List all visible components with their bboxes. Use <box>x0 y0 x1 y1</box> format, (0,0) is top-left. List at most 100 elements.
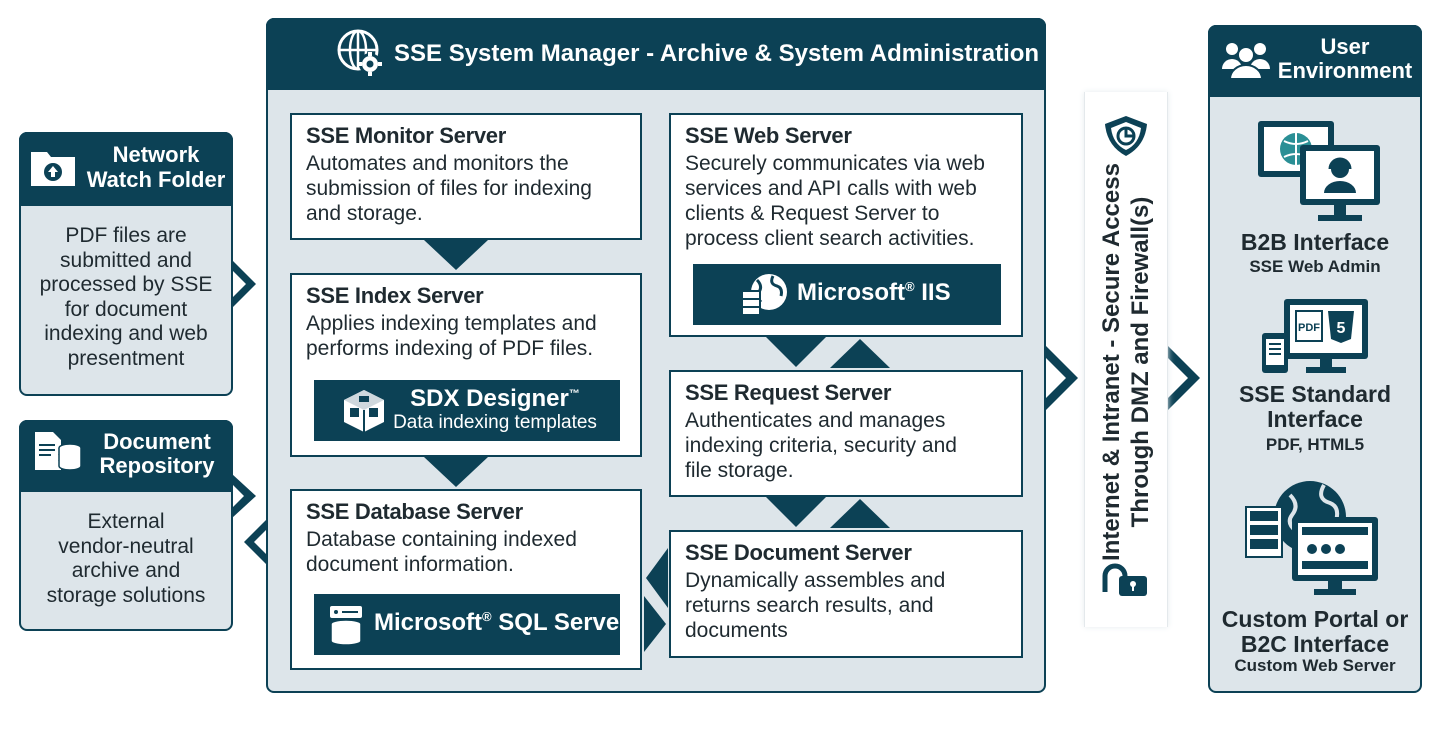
dual-monitor-icon <box>1256 119 1382 223</box>
desc-line: Automates and monitors the <box>306 152 569 175</box>
sql-server-badge: Microsoft® SQL Server <box>314 594 629 655</box>
desc-line: services and API calls with web <box>685 177 977 200</box>
custom-title-1: Custom Portal or <box>1221 606 1409 632</box>
watch-folder-panel: Network Watch Folder PDF files are submi… <box>19 132 233 396</box>
arrow-monitor-to-index <box>424 240 488 270</box>
web-server-title: SSE Web Server <box>685 123 852 148</box>
arrow-left-repo <box>244 518 268 566</box>
b2b-subtitle: SSE Web Admin <box>1249 257 1381 276</box>
document-server-description: Dynamically assembles and returns search… <box>685 568 945 643</box>
iis-badge-prefix: Microsoft <box>797 279 905 306</box>
custom-portal-icon <box>1244 477 1380 597</box>
desc-line: and storage. <box>306 202 423 225</box>
registered-mark: ® <box>905 279 915 294</box>
repository-title-1: Document <box>103 429 211 454</box>
desc-line: vendor-neutral <box>58 534 194 558</box>
web-server-description: Securely communicates via web services a… <box>685 151 985 251</box>
arrow-request-to-document <box>766 497 826 527</box>
repository-title-2: Repository <box>99 453 215 478</box>
sdx-designer-badge: SDX Designer™ Data indexing templates <box>314 380 620 441</box>
desc-line: Database containing indexed <box>306 528 577 551</box>
folder-upload-icon <box>29 146 77 188</box>
desc-line: Applies indexing templates and <box>306 312 597 335</box>
sdx-designer-title: SDX Designer <box>410 385 569 412</box>
repository-header: Document Repository <box>19 420 233 492</box>
desc-line: Dynamically assembles and <box>685 569 946 592</box>
desc-line: Securely communicates via web <box>685 152 985 175</box>
desc-line: documents <box>685 619 788 642</box>
index-server-description: Applies indexing templates and performs … <box>306 311 597 361</box>
database-server-title: SSE Database Server <box>306 499 523 524</box>
server-globe-icon <box>739 272 789 318</box>
desc-line: Authenticates and manages <box>685 409 946 432</box>
trademark-mark: ™ <box>568 388 580 400</box>
html5-label: 5 <box>1337 320 1346 337</box>
custom-title-2: B2C Interface <box>1240 631 1390 657</box>
b2b-title: B2B Interface <box>1240 229 1390 255</box>
system-manager-header: SSE System Manager - Archive & System Ad… <box>266 18 1046 90</box>
sdx-designer-subtitle: Data indexing templates <box>393 412 597 433</box>
registered-mark: ® <box>482 609 492 624</box>
secure-access-strip: Internet & Intranet - Secure Access Thro… <box>1084 92 1168 627</box>
desc-line: indexing criteria, security and <box>685 434 957 457</box>
globe-gear-icon <box>336 28 384 78</box>
arrow-right-watch <box>232 260 256 308</box>
watch-folder-description: PDF files are submitted and processed by… <box>21 224 231 371</box>
watch-folder-title-1: Network <box>112 142 200 167</box>
desc-line: External <box>87 510 165 533</box>
desc-line: processed by SSE <box>39 273 213 296</box>
request-server-title: SSE Request Server <box>685 380 892 405</box>
secure-access-line2: Through DMZ and Firewall(s) <box>1127 196 1154 528</box>
pdf-label: PDF <box>1298 322 1320 334</box>
arrow-manager-to-dmz <box>1046 346 1078 410</box>
database-server-description: Database containing indexed document inf… <box>306 527 577 577</box>
arrow-database-to-document-right <box>644 596 666 652</box>
standard-title-1: SSE Standard <box>1238 381 1392 407</box>
watch-folder-header: Network Watch Folder <box>19 132 233 206</box>
secure-access-line1: Internet & Intranet - Secure Access <box>1098 163 1125 561</box>
arrow-index-to-database <box>424 457 488 487</box>
iis-badge: Microsoft® IIS <box>693 264 1001 325</box>
iis-badge-suffix: IIS <box>914 279 951 306</box>
arrow-dmz-to-users <box>1168 346 1200 410</box>
document-server-box: SSE Document Server Dynamically assemble… <box>669 530 1023 658</box>
desc-line: returns search results, and <box>685 594 934 617</box>
custom-subtitle: Custom Web Server <box>1234 656 1396 675</box>
left-connector-arrows <box>232 260 268 566</box>
desc-line: submission of files for indexing <box>306 177 592 200</box>
arrow-document-to-database-left <box>646 548 668 608</box>
user-environment-panel: User Environment B2B Interface SSE Web A… <box>1208 25 1422 693</box>
desc-line: performs indexing of PDF files. <box>306 337 594 360</box>
user-env-title-2: Environment <box>1277 58 1413 83</box>
users-group-icon <box>1222 39 1270 79</box>
sql-badge-prefix: Microsoft <box>374 609 482 636</box>
arrow-request-to-web <box>830 339 890 368</box>
user-env-title-1: User <box>1320 34 1370 59</box>
document-database-icon <box>33 430 83 476</box>
desc-line: file storage. <box>685 459 794 482</box>
user-environment-header: User Environment <box>1208 25 1422 97</box>
system-manager-title: SSE System Manager - Archive & System Ad… <box>394 40 1040 67</box>
shield-icon <box>1103 114 1149 158</box>
cube-icon <box>342 388 386 434</box>
desc-line: storage solutions <box>46 583 206 607</box>
desc-line: process client search activities. <box>685 227 975 250</box>
monitor-server-box: SSE Monitor Server Automates and monitor… <box>290 113 642 240</box>
index-server-box: SSE Index Server Applies indexing templa… <box>290 273 642 457</box>
monitor-server-title: SSE Monitor Server <box>306 123 506 148</box>
desc-line: submitted and <box>60 248 192 272</box>
lock-icon <box>1101 562 1149 598</box>
standard-title-2: Interface <box>1267 406 1363 432</box>
arrow-web-to-request <box>766 337 826 367</box>
web-server-box: SSE Web Server Securely communicates via… <box>669 113 1023 337</box>
desc-line: PDF files are <box>65 224 187 247</box>
index-server-title: SSE Index Server <box>306 283 484 308</box>
database-server-icon <box>328 604 364 646</box>
devices-pdf-html5-icon: PDF 5 <box>1260 297 1370 375</box>
sql-badge-suffix: SQL Server <box>491 609 629 636</box>
desc-line: presentment <box>67 346 185 370</box>
arrow-right-repo <box>232 474 256 518</box>
desc-line: for document <box>64 297 188 321</box>
watch-folder-title-2: Watch Folder <box>86 167 226 192</box>
